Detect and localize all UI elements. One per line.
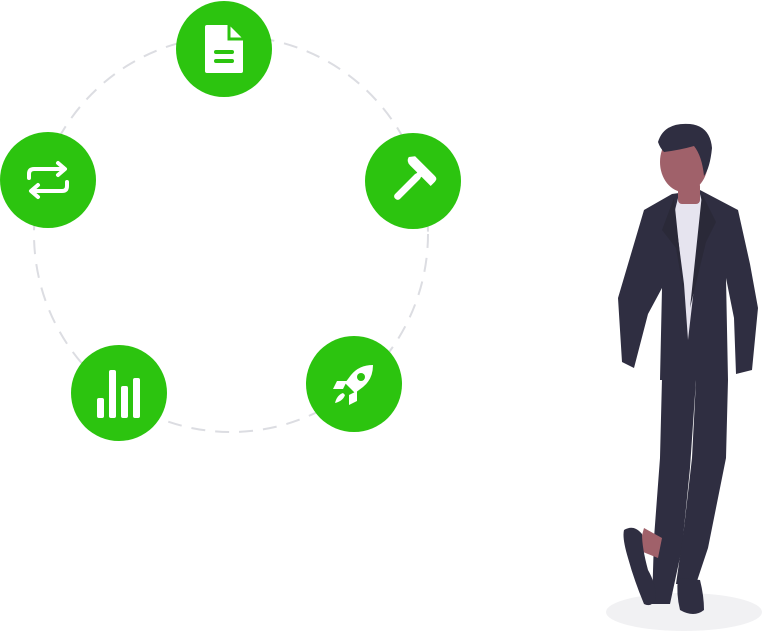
right-leg — [676, 380, 728, 584]
cycle-node[interactable] — [0, 132, 96, 228]
left-leg — [652, 378, 696, 604]
left-lapel — [662, 198, 684, 294]
ankle-skin — [638, 528, 662, 558]
document-icon — [205, 25, 243, 73]
right-shoe — [677, 578, 704, 614]
left-shoe — [623, 527, 656, 606]
hammer-node[interactable] — [365, 133, 461, 229]
repeat-arrows-icon — [27, 161, 69, 199]
ring-path — [33, 35, 429, 433]
bar-chart-icon — [97, 370, 140, 418]
businessman-illustration — [606, 123, 762, 631]
rocket-icon — [333, 365, 373, 405]
chart-node[interactable] — [71, 345, 167, 441]
document-node[interactable] — [176, 1, 272, 97]
hair — [658, 123, 712, 176]
rocket-node[interactable] — [306, 336, 402, 432]
right-lapel — [690, 194, 716, 308]
hammer-icon — [394, 156, 437, 200]
shirt — [674, 194, 704, 340]
